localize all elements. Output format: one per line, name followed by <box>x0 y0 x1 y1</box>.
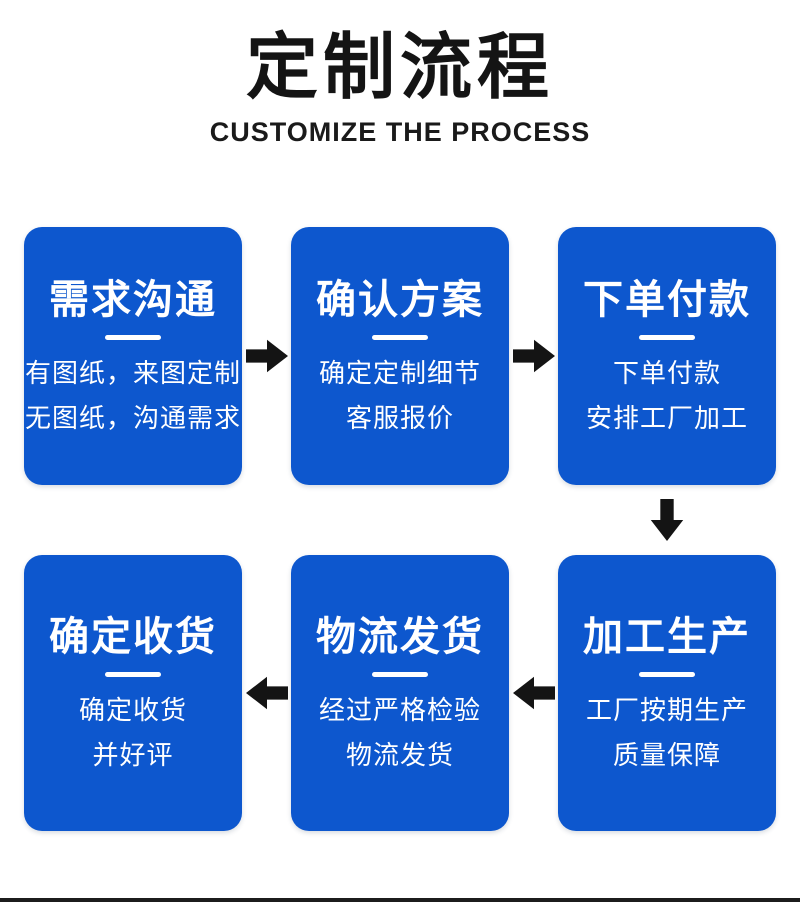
step-line: 确定定制细节 <box>318 357 481 388</box>
step-card-requirements: 需求沟通 有图纸，来图定制 无图纸，沟通需求 <box>24 226 242 485</box>
step-card-confirm-receipt: 确定收货 确定收货 并好评 <box>24 554 242 831</box>
page-title: 定制流程 <box>245 28 554 108</box>
step-title: 需求沟通 <box>49 277 217 322</box>
step-card-order-payment: 下单付款 下单付款 安排工厂加工 <box>558 226 776 485</box>
divider <box>372 334 428 340</box>
divider <box>639 671 695 677</box>
divider <box>372 671 428 677</box>
process-flow-diagram: 需求沟通 有图纸，来图定制 无图纸，沟通需求 确认方案 确定定制细节 客服报价 … <box>0 226 800 831</box>
arrow-left-icon <box>512 674 555 712</box>
step-title: 确定收货 <box>49 614 217 659</box>
step-line: 质量保障 <box>612 739 721 770</box>
step-card-logistics-shipping: 物流发货 经过严格检验 物流发货 <box>291 554 509 831</box>
step-title: 物流发货 <box>316 614 484 659</box>
arrow-right-icon <box>245 337 288 375</box>
step-line: 下单付款 <box>612 357 721 388</box>
divider <box>105 671 161 677</box>
step-card-production: 加工生产 工厂按期生产 质量保障 <box>558 554 776 831</box>
step-line: 工厂按期生产 <box>585 694 748 725</box>
step-line: 安排工厂加工 <box>585 402 748 433</box>
step-title: 加工生产 <box>583 614 751 659</box>
step-line: 并好评 <box>92 739 174 770</box>
page-subtitle: CUSTOMIZE THE PROCESS <box>209 116 591 147</box>
divider <box>639 334 695 340</box>
arrow-right-icon <box>512 337 555 375</box>
arrow-down-icon <box>648 498 686 541</box>
bottom-divider-strip <box>0 898 800 902</box>
step-card-confirm-plan: 确认方案 确定定制细节 客服报价 <box>291 226 509 485</box>
step-line: 无图纸，沟通需求 <box>24 402 241 433</box>
step-title: 确认方案 <box>316 277 484 322</box>
header: 定制流程 CUSTOMIZE THE PROCESS <box>0 0 800 148</box>
step-line: 经过严格检验 <box>318 694 481 725</box>
step-title: 下单付款 <box>583 277 751 322</box>
arrow-left-icon <box>245 674 288 712</box>
step-line: 确定收货 <box>78 694 187 725</box>
divider <box>105 334 161 340</box>
step-line: 客服报价 <box>345 402 454 433</box>
step-line: 有图纸，来图定制 <box>24 357 241 388</box>
step-line: 物流发货 <box>345 739 454 770</box>
